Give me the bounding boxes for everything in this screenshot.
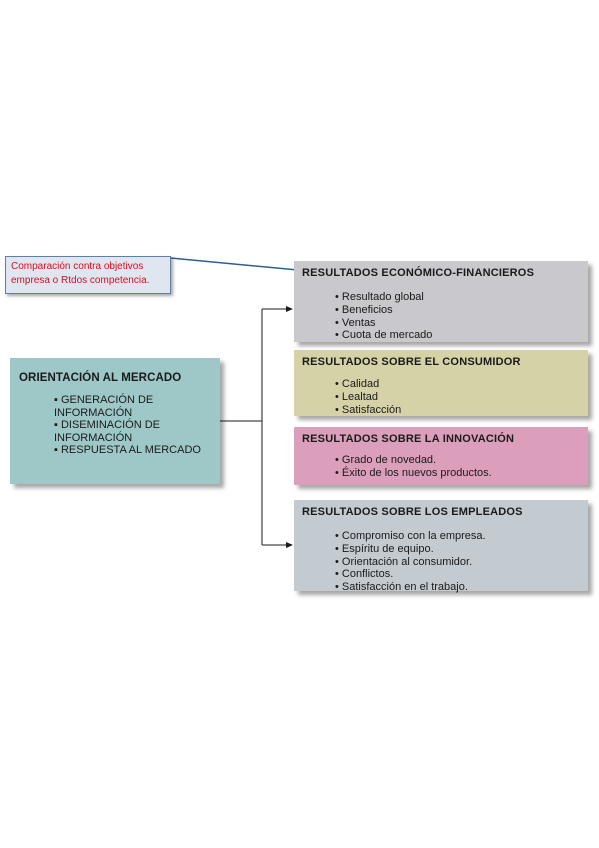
list-item: Beneficios xyxy=(335,304,580,317)
list-item: Espíritu de equipo. xyxy=(335,543,580,556)
list-item: Calidad xyxy=(335,378,580,391)
list-item: Ventas xyxy=(335,317,580,330)
list-item: Compromiso con la empresa. xyxy=(335,530,580,543)
economic-results-list: Resultado global Beneficios Ventas Cuota… xyxy=(302,291,580,342)
list-item: Cuota de mercado xyxy=(335,329,580,342)
market-orientation-box: ORIENTACIÓN AL MERCADO GENERACIÓN DE INF… xyxy=(10,358,220,484)
employee-results-title: RESULTADOS SOBRE LOS EMPLEADOS xyxy=(302,506,523,518)
list-item: Resultado global xyxy=(335,291,580,304)
list-item: Lealtad xyxy=(335,391,580,404)
list-item: Conflictos. xyxy=(335,568,580,581)
market-orientation-list: GENERACIÓN DE INFORMACIÓN DISEMINACIÓN D… xyxy=(19,394,212,457)
callout-pointer-line xyxy=(159,256,299,271)
comparison-callout: Comparación contra objetivos empresa o R… xyxy=(5,256,171,294)
innovation-results-title: RESULTADOS SOBRE LA INNOVACIÓN xyxy=(302,433,515,445)
innovation-results-list: Grado de novedad. Éxito de los nuevos pr… xyxy=(302,454,580,480)
economic-results-box: RESULTADOS ECONÓMICO-FINANCIEROS Resulta… xyxy=(294,261,588,342)
consumer-results-title: RESULTADOS SOBRE EL CONSUMIDOR xyxy=(302,356,521,368)
list-item: Orientación al consumidor. xyxy=(335,556,580,569)
list-item: Satisfacción en el trabajo. xyxy=(335,581,580,594)
callout-line-1: Comparación contra objetivos xyxy=(11,261,144,272)
employee-results-list: Compromiso con la empresa. Espíritu de e… xyxy=(302,530,580,594)
list-item: RESPUESTA AL MERCADO xyxy=(54,444,212,457)
consumer-results-box: RESULTADOS SOBRE EL CONSUMIDOR Calidad L… xyxy=(294,350,588,416)
list-item: Satisfacción xyxy=(335,404,580,417)
list-item: GENERACIÓN DE INFORMACIÓN xyxy=(54,394,212,419)
market-orientation-title: ORIENTACIÓN AL MERCADO xyxy=(19,372,182,384)
economic-results-title: RESULTADOS ECONÓMICO-FINANCIEROS xyxy=(302,267,535,279)
employee-results-box: RESULTADOS SOBRE LOS EMPLEADOS Compromis… xyxy=(294,500,588,594)
consumer-results-list: Calidad Lealtad Satisfacción xyxy=(302,378,580,416)
list-item: Grado de novedad. xyxy=(335,454,580,467)
list-item: DISEMINACIÓN DE INFORMACIÓN xyxy=(54,419,212,444)
callout-line-2: empresa o Rtdos competencia. xyxy=(11,275,150,286)
innovation-results-box: RESULTADOS SOBRE LA INNOVACIÓN Grado de … xyxy=(294,427,588,485)
list-item: Éxito de los nuevos productos. xyxy=(335,467,580,480)
